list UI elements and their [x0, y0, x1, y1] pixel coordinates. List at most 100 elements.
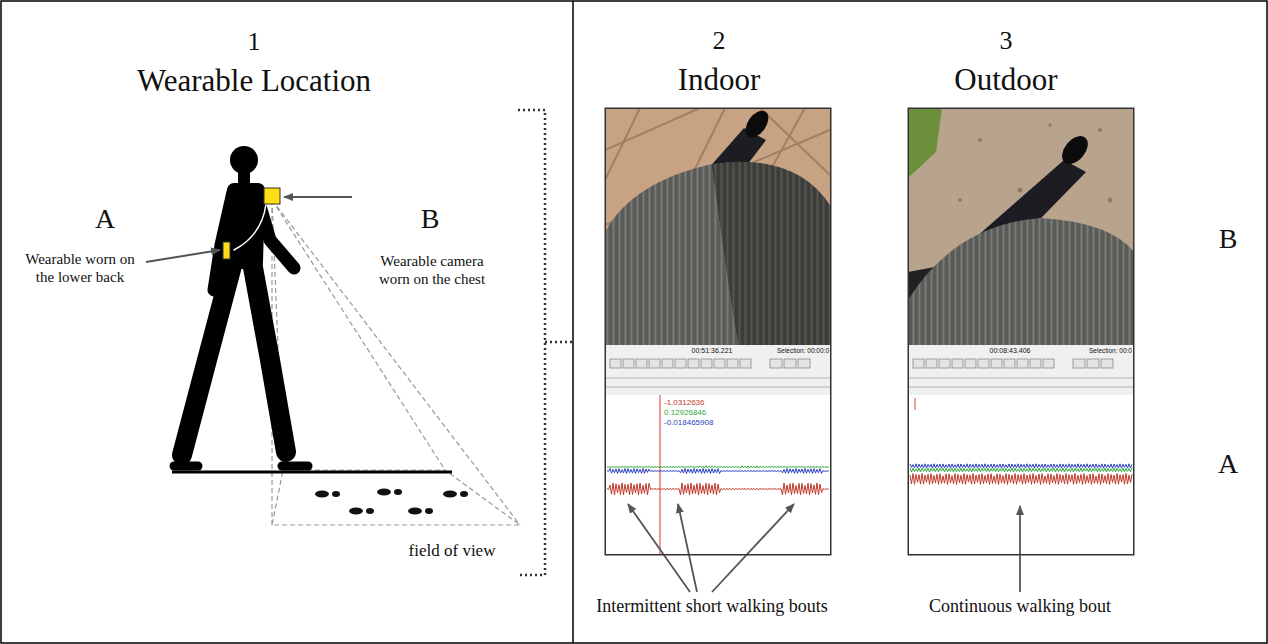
callout-arrows-part — [712, 504, 794, 592]
callout-text: Wearable camera worn on the chest — [368, 252, 496, 288]
player-controls-part-part — [610, 359, 621, 368]
signal-value: -1.0312636 — [664, 398, 704, 408]
panel-number: 1 — [248, 26, 261, 57]
dotted-bracket-part — [518, 110, 573, 575]
player-controls-part — [606, 345, 830, 395]
ground-line-part — [172, 471, 452, 474]
player-controls-part-part — [926, 359, 937, 368]
footprints-part — [460, 491, 468, 497]
player-controls-part-part — [606, 378, 830, 379]
player-controls-part-part — [909, 378, 1133, 379]
player-controls-part-part — [978, 359, 989, 368]
footprints-part — [315, 491, 329, 498]
field-of-view-part-part — [272, 200, 520, 525]
outdoor-photo-part — [908, 218, 1134, 345]
player-controls-part-part — [623, 359, 634, 368]
signal-traces-part — [607, 483, 829, 495]
player-controls-part — [909, 345, 1133, 395]
selection-readout: Selection: 00:0 — [1089, 347, 1132, 355]
player-controls — [606, 345, 1133, 395]
selection-readout: Selection: 00:00:0 — [777, 347, 829, 355]
callout-arrows-part — [678, 504, 697, 592]
part-letter: A — [1203, 447, 1253, 481]
player-controls-part-part — [675, 359, 686, 368]
player-controls-part-part — [727, 359, 738, 368]
player-controls-part-part — [1004, 359, 1015, 368]
player-controls-part-part — [991, 359, 1002, 368]
player-controls-part-part — [913, 359, 924, 368]
indoor-photo-part-part — [605, 108, 640, 180]
field-of-view-part-part — [272, 470, 520, 525]
footprints-part — [332, 491, 340, 497]
indoor-photo-part — [712, 162, 830, 345]
indoor-photo-part — [605, 108, 831, 345]
dotted-bracket — [518, 110, 573, 575]
outdoor-photo-part — [908, 108, 942, 178]
callout-arrows — [628, 504, 1020, 592]
player-controls-part-part — [1030, 359, 1041, 368]
signal-traces-part — [660, 395, 661, 555]
pointer-arrows-part — [284, 196, 352, 198]
player-controls-part-part — [662, 359, 673, 368]
walking-silhouette-part — [182, 262, 233, 455]
footprints-part — [349, 508, 363, 515]
player-controls-part-part — [1017, 359, 1028, 368]
footprints-part — [443, 491, 457, 498]
callout-arrows-part — [1019, 506, 1021, 592]
player-controls-part-part — [1043, 359, 1054, 368]
signal-traces-part — [910, 468, 1132, 472]
player-controls-part-part — [740, 359, 751, 368]
player-controls-part-part — [770, 359, 782, 368]
player-controls-part-part — [952, 359, 963, 368]
player-controls-part-part — [909, 387, 1133, 388]
player-controls-part-part — [965, 359, 976, 368]
player-controls-part — [913, 359, 1113, 368]
footprints-part — [408, 508, 422, 515]
indoor-photo-part — [741, 108, 773, 141]
panel-heading: Outdoor — [954, 61, 1057, 98]
footprints-part — [394, 489, 402, 495]
player-controls-part — [606, 378, 1133, 387]
footprints-part — [377, 489, 391, 496]
timestamp: 00:51:36.221 — [677, 347, 747, 355]
panel-number: 3 — [1000, 25, 1013, 56]
walking-silhouette-part — [252, 262, 286, 452]
indoor-photo — [605, 108, 831, 345]
annotation-text: Continuous walking bout — [890, 596, 1150, 618]
signal-value: -0.018465908 — [664, 418, 713, 428]
walking-silhouette-part — [234, 204, 266, 250]
signal-value: 0.12926846 — [664, 408, 706, 418]
walking-silhouette-part — [174, 462, 198, 471]
player-controls-part-part — [784, 359, 796, 368]
panel-heading: Indoor — [678, 61, 761, 98]
indoor-photo-part-part — [605, 108, 700, 150]
pointer-arrows-part — [146, 250, 220, 262]
walking-silhouette-part — [238, 172, 250, 182]
sensor-markers — [223, 188, 280, 259]
footprints-part — [425, 508, 433, 514]
player-controls-part-part — [606, 387, 830, 388]
signal-traces-part — [607, 469, 829, 474]
part-letter: B — [400, 202, 460, 236]
player-controls-part-part — [798, 359, 810, 368]
outdoor-photo-part — [908, 108, 1134, 345]
field-of-view-part — [272, 200, 520, 525]
field-of-view — [272, 200, 520, 525]
signal-traces-part — [915, 398, 916, 410]
player-controls-part-part — [701, 359, 712, 368]
ground-line — [172, 472, 452, 473]
callout-text: field of view — [377, 541, 527, 561]
walking-silhouette-part — [214, 192, 233, 290]
signal-traces — [607, 395, 1132, 555]
timestamp: 00:08:43.406 — [975, 347, 1045, 355]
footprints-part — [366, 508, 374, 514]
signal-traces-part — [910, 474, 1132, 485]
frame-part — [572, 1, 574, 643]
player-controls-part-part — [1101, 359, 1113, 368]
field-of-view-part-part — [272, 200, 445, 470]
pointer-arrows — [146, 197, 352, 262]
footprints — [315, 489, 468, 515]
outdoor-photo-part-part — [1098, 128, 1102, 132]
